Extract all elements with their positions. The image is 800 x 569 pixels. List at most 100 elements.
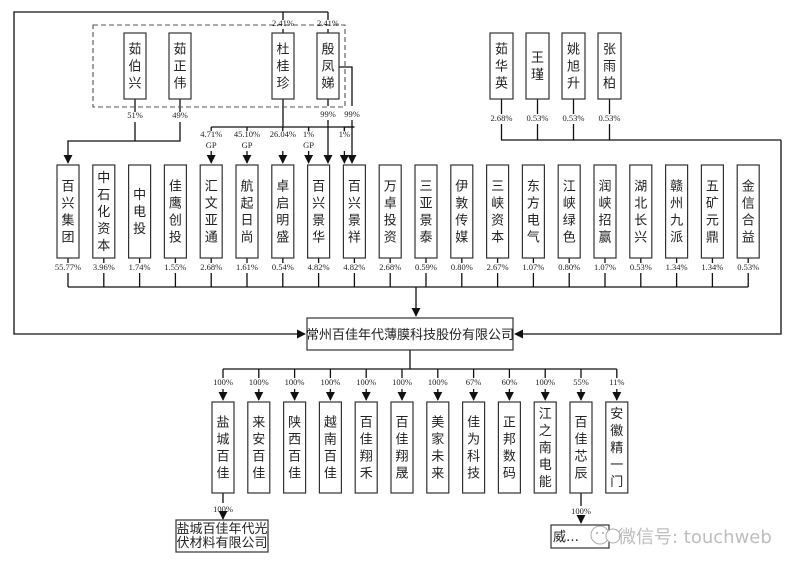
du-guizhen-hold: 1%GP [303, 129, 314, 150]
subsidiary-2: 来安百佳 [247, 401, 271, 494]
shareholder-13-box [486, 164, 510, 259]
pct-label: 1% [339, 129, 350, 139]
shareholder-17: 湖北长兴 [629, 164, 653, 259]
shareholder-3: 中电投 [128, 164, 152, 259]
watermark: 微信号: touchweb [590, 525, 772, 548]
gp-label: GP [206, 140, 217, 150]
pct-label: 55.77% [55, 262, 81, 272]
shareholder-18: 赣州九派 [664, 164, 689, 259]
pct-label: 100% [428, 377, 448, 387]
founder-1-box [123, 32, 147, 100]
founder-3-label: 杜桂珍 [276, 43, 289, 92]
to-baixing-group [63, 140, 135, 164]
company-node: 常州百佳年代薄膜科技股份有限公司 [306, 317, 514, 351]
shareholder-8-label: 百兴景华 [312, 180, 325, 246]
pct-label: 1.34% [701, 262, 723, 272]
subsidiary-8-box [462, 401, 486, 494]
shareholder-6-label: 航起日尚 [240, 179, 253, 246]
shareholder-14-box [521, 164, 546, 259]
shareholder-17-box [629, 164, 653, 259]
subsidiary-3-label: 陕西百佳 [288, 416, 301, 482]
shareholder-11-box [414, 164, 438, 259]
subsidiary-12: 安徽精一门 [605, 401, 629, 494]
subsidiary-4-box [318, 401, 342, 494]
subsidiary-3-box [283, 401, 307, 494]
pct-label: 1.61% [236, 262, 258, 272]
connector [134, 122, 181, 142]
shareholder-3-label: 中电投 [133, 188, 146, 237]
shareholder-5-label: 汇文亚通 [205, 180, 218, 246]
subsidiary-12-box [605, 401, 629, 494]
shareholder-3-box [128, 164, 152, 259]
subsidiary-11-label: 百佳芯辰 [574, 416, 587, 482]
shareholder-12-label: 伊敦传媒 [455, 180, 468, 246]
subsidiary-11: 百佳芯辰 [569, 401, 593, 494]
shareholder-1-label: 百兴集团 [61, 180, 74, 246]
shareholder-16: 润峡招赢 [593, 164, 617, 259]
shareholder-12: 伊敦传媒 [450, 164, 474, 259]
founders-group-box [92, 24, 346, 108]
pct-label: 1.07% [522, 262, 544, 272]
shareholder-15-label: 江峡绿色 [563, 180, 576, 246]
shareholder-9: 百兴景祥 [342, 164, 366, 259]
subsidiary-name-line: 伏材料有限公司 [176, 536, 267, 551]
watermark-text: 微信号: touchweb [618, 527, 772, 548]
pct-label: 11% [609, 377, 624, 387]
pct-label: 0.53% [737, 262, 759, 272]
shareholder-2: 中石化资本 [92, 164, 116, 259]
pct-label: 100% [356, 377, 376, 387]
subsidiary-6: 百佳翔晟 [390, 401, 414, 494]
connector [339, 66, 353, 106]
subsidiary-5-box [354, 401, 378, 494]
founder-4: 殷凤娣 [316, 32, 340, 100]
shareholder-13-label: 三峡资本 [491, 180, 504, 246]
pct-label: 0.54% [272, 262, 294, 272]
shareholder-5-box [199, 164, 223, 259]
du-guizhen-hold: 45.10%GP [234, 129, 260, 150]
shareholder-5: 汇文亚通 [199, 164, 223, 259]
shareholder-11: 三亚景泰 [414, 164, 438, 259]
shareholder-2-box [92, 164, 116, 259]
pct-label: 4.71% [200, 129, 222, 139]
founders-to-company [13, 11, 328, 339]
subsidiary-10-box [533, 401, 557, 494]
shareholder-16-label: 润峡招赢 [598, 180, 611, 246]
connector-lines [13, 11, 782, 524]
shareholder-9-box [342, 164, 366, 259]
founders-group: 茹伯兴茹正伟杜桂珍殷凤娣51%49%2.41%2.41%4.71%GP45.10… [123, 18, 360, 150]
du-guizhen-hold: 26.04% [270, 129, 296, 139]
pct-label: 0.80% [451, 262, 473, 272]
subsidiary-3: 陕西百佳 [283, 401, 307, 494]
shareholder-19-label: 五矿元鼎 [706, 180, 719, 246]
pct-label: 0.53% [599, 113, 621, 123]
shareholder-9-label: 百兴景祥 [348, 180, 361, 246]
shareholder-10: 万卓投资 [378, 164, 402, 259]
founder-1: 茹伯兴 [123, 32, 147, 100]
shareholder-18-label: 赣州九派 [670, 180, 683, 246]
founder-4-label: 殷凤娣 [321, 43, 334, 92]
shareholder-19: 五矿元鼎 [700, 164, 725, 259]
subsidiary-7: 美家未来 [426, 401, 450, 494]
pct-label: 100% [213, 504, 233, 514]
connector [343, 126, 355, 131]
shareholder-20-label: 金信合益 [742, 179, 755, 246]
pct-label: 100% [535, 377, 555, 387]
pct-label: 26.04% [270, 129, 296, 139]
individuals-to-company [514, 140, 782, 339]
individual-4-label: 张雨柏 [603, 43, 616, 92]
shareholder-4: 佳鹰创投 [163, 164, 187, 259]
shareholder-4-label: 佳鹰创投 [169, 180, 182, 246]
subsidiary-6-box [390, 401, 414, 494]
pct-label: 1.74% [129, 262, 151, 272]
subsidiary-10: 江之南电能 [533, 401, 557, 494]
shareholders-row: 百兴集团55.77%中石化资本3.96%中电投1.74%佳鹰创投1.55%汇文亚… [55, 164, 760, 272]
founder-2-box [168, 32, 192, 100]
pct-label: 45.10% [234, 129, 260, 139]
subsidiary-1-box [211, 401, 235, 494]
shareholder-7-label: 卓启明盛 [276, 180, 289, 246]
pct-label: 1.55% [164, 262, 186, 272]
subsidiary-4: 越南百佳 [318, 401, 342, 494]
shareholder-2-label: 中石化资本 [97, 171, 110, 254]
